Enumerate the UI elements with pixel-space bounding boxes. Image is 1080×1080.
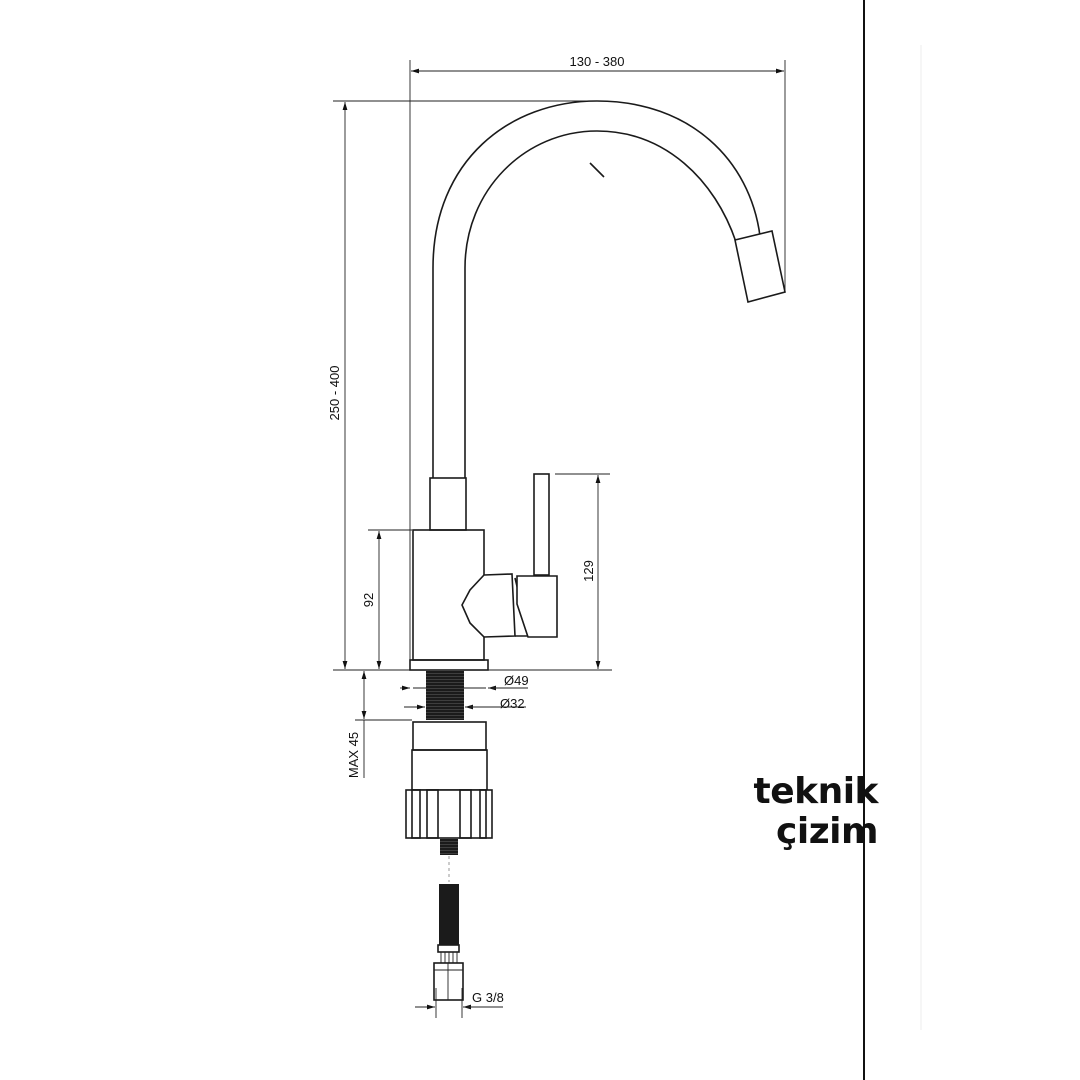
dim-thread-diameter-label: Ø32: [500, 696, 525, 711]
brand-label-line1: teknik: [753, 771, 879, 812]
brand-label: teknik çizim: [753, 771, 879, 852]
faucet-body: [409, 477, 531, 671]
inlet-stub: [440, 838, 458, 855]
extension-lines: [333, 60, 786, 1018]
dim-body-height-label: 92: [361, 593, 376, 607]
dim-lever-height-label: 129: [581, 560, 596, 582]
spout-nozzle: [734, 230, 786, 303]
dim-max-thickness-label: MAX 45: [346, 732, 361, 778]
brand-label-line2: çizim: [776, 811, 878, 852]
dimension-lines: [342, 68, 784, 1010]
spout: [432, 100, 786, 478]
hose-hex-nut: [433, 962, 464, 1001]
flexible-hose: [433, 884, 464, 1001]
dim-base-diameter-label: Ø49: [504, 673, 529, 688]
lever-handle[interactable]: [516, 473, 558, 638]
mounting-nut: [405, 721, 493, 839]
dim-spout-reach-label: 130 - 380: [570, 54, 625, 69]
mounting-thread: [426, 670, 464, 720]
dim-total-height-label: 250 - 400: [327, 366, 342, 421]
dim-hose-connection-label: G 3/8: [472, 990, 504, 1005]
